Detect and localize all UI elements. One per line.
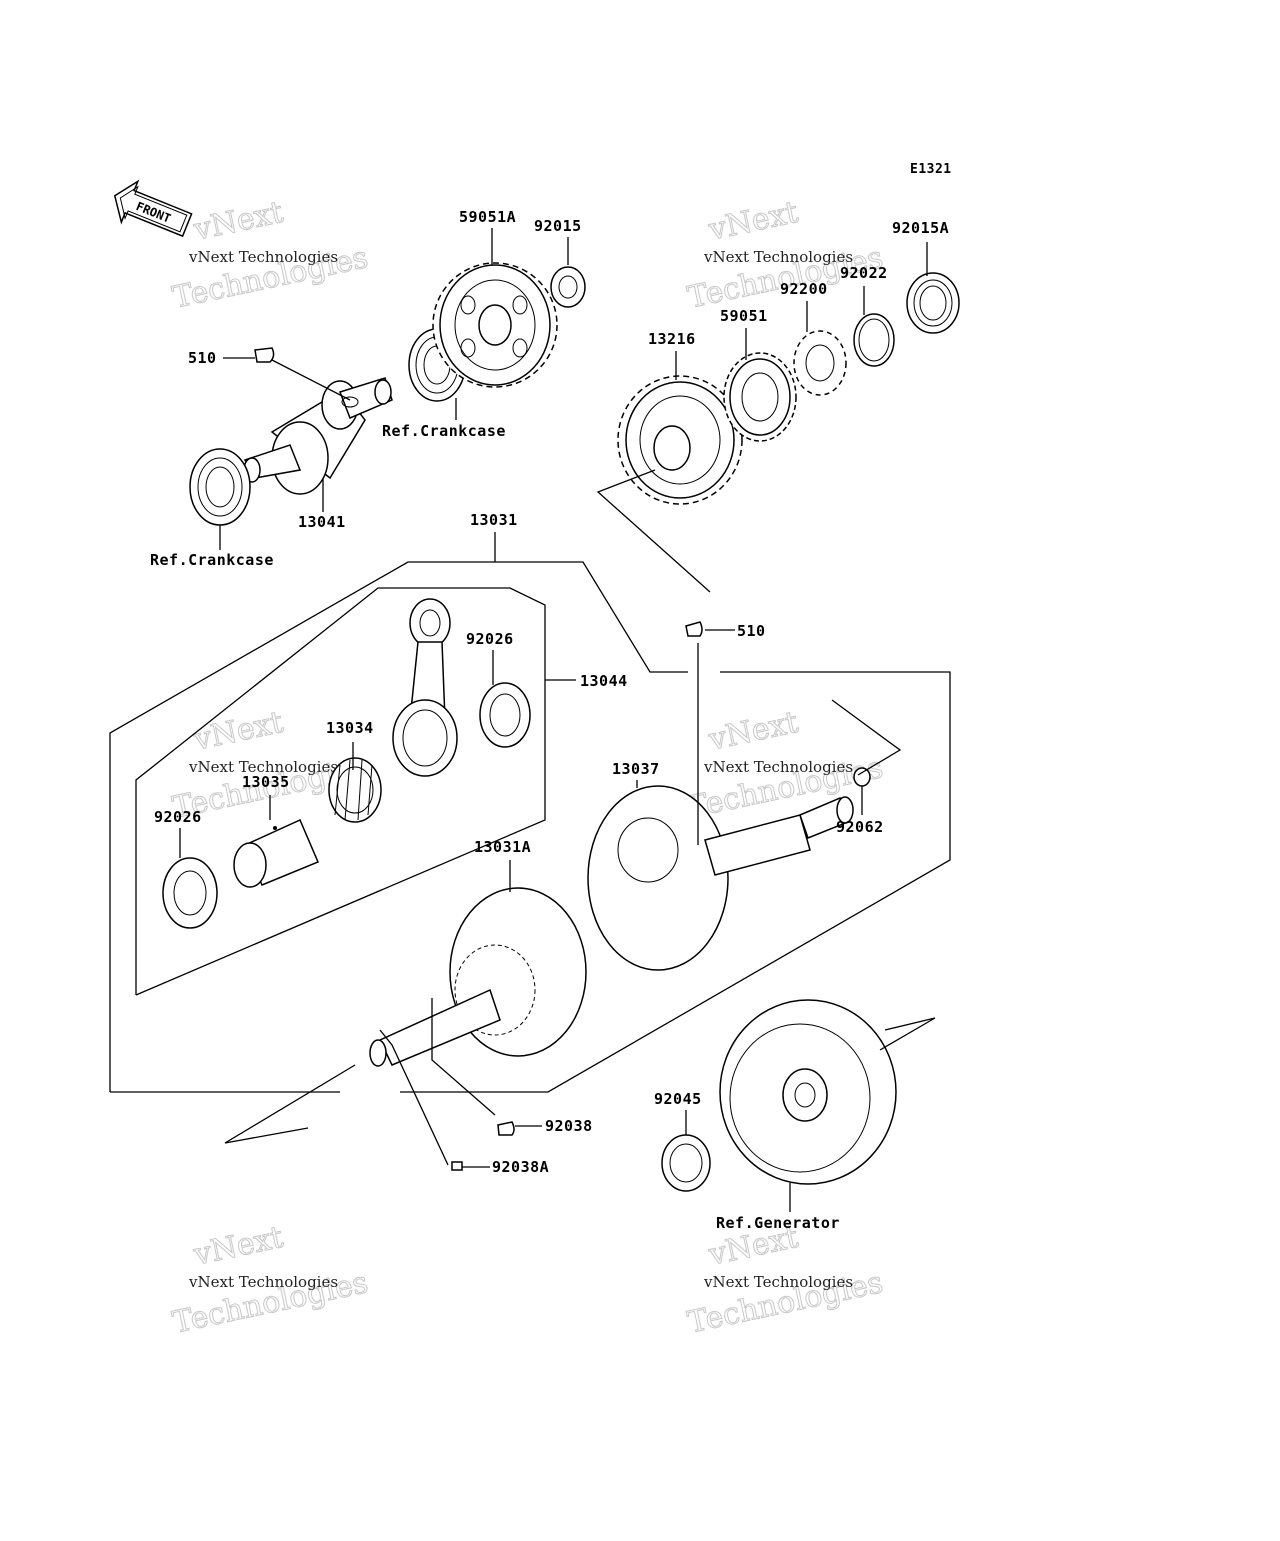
svg-text:vNext Technologies: vNext Technologies [188, 248, 338, 266]
key-510-mid [685, 621, 703, 637]
label-92045: 92045 [654, 1090, 702, 1108]
label-92200: 92200 [780, 280, 828, 298]
svg-text:vNext: vNext [190, 195, 286, 248]
connecting-rod [392, 598, 458, 777]
label-13037: 13037 [612, 760, 660, 778]
front-arrow-icon: FRONT [113, 179, 193, 238]
label-13031A: 13031A [474, 838, 531, 856]
label-59051A: 59051A [459, 208, 516, 226]
label-92062: 92062 [836, 818, 884, 836]
label-13044: 13044 [580, 672, 628, 690]
svg-text:vNext: vNext [705, 195, 801, 248]
gear-13216 [617, 375, 743, 505]
washer-92026-bottom [162, 857, 218, 929]
label-92022: 92022 [840, 264, 888, 282]
key-92038A [451, 1161, 463, 1171]
label-510-top: 510 [188, 349, 217, 367]
balancer-shaft-13041 [243, 377, 393, 495]
gear-59051 [723, 352, 797, 442]
label-13031: 13031 [470, 511, 518, 529]
lockwasher-92200 [793, 330, 847, 396]
crankshaft-half-13031A [369, 887, 587, 1067]
label-ref-crankcase-top: Ref.Crankcase [382, 422, 506, 440]
label-92015: 92015 [534, 217, 582, 235]
key-510-top [254, 347, 275, 363]
label-92015A: 92015A [892, 219, 949, 237]
bearing-92045 [661, 1134, 711, 1192]
crankshaft-half-13037 [587, 785, 854, 971]
nut-92015 [550, 266, 586, 308]
plug-92062 [853, 767, 871, 787]
label-ref-crankcase-bottom: Ref.Crankcase [150, 551, 274, 569]
svg-text:vNext Technologies: vNext Technologies [703, 248, 853, 266]
svg-text:vNext Technologies: vNext Technologies [188, 1273, 338, 1291]
watermark-bottom-left: vNext Technologies vNext Technologies [169, 1219, 371, 1341]
label-13034: 13034 [326, 719, 374, 737]
label-92026-top: 92026 [466, 630, 514, 648]
bearing-left [189, 448, 251, 526]
label-92026-bottom: 92026 [154, 808, 202, 826]
subassembly-frame-13044 [135, 587, 576, 996]
label-92038: 92038 [545, 1117, 593, 1135]
label-59051: 59051 [720, 307, 768, 325]
washer-92026-top [479, 682, 531, 748]
svg-text:vNext Technologies: vNext Technologies [188, 758, 338, 776]
diagram-code: E1321 [910, 162, 952, 177]
needle-bearing-13034 [328, 757, 382, 823]
watermark-mid-right: vNext Technologies vNext Technologies [684, 704, 886, 826]
label-13035: 13035 [242, 773, 290, 791]
svg-text:vNext Technologies: vNext Technologies [703, 758, 853, 776]
label-ref-generator: Ref.Generator [716, 1214, 840, 1232]
svg-text:vNext: vNext [190, 705, 286, 758]
gear-59051A [432, 262, 558, 388]
label-92038A: 92038A [492, 1158, 549, 1176]
nut-92015A [906, 272, 960, 334]
assembly-frame-13031 [109, 532, 951, 1093]
generator-rotor [719, 999, 897, 1185]
svg-text:vNext: vNext [705, 705, 801, 758]
key-92038 [497, 1121, 515, 1136]
crankpin-13035 [233, 819, 319, 888]
label-13041: 13041 [298, 513, 346, 531]
watermark-top-right: vNext Technologies vNext Technologies [684, 194, 886, 316]
leader-lines [179, 228, 936, 1212]
watermark-top-left: vNext Technologies vNext Technologies [169, 194, 371, 316]
svg-text:vNext: vNext [190, 1220, 286, 1273]
svg-text:vNext Technologies: vNext Technologies [703, 1273, 853, 1291]
label-510-mid: 510 [737, 622, 766, 640]
label-13216: 13216 [648, 330, 696, 348]
washer-92022 [853, 313, 895, 367]
